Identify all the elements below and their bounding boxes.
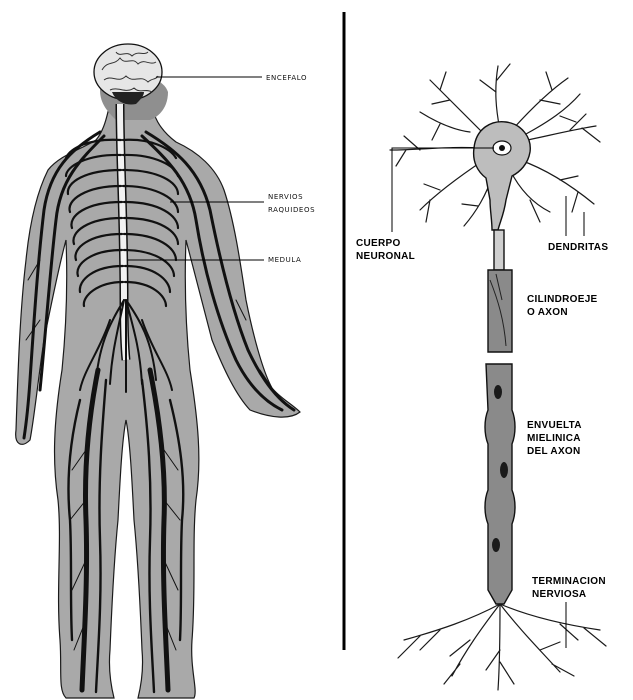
encefalo-label: ENCEFALO	[266, 74, 307, 82]
term-label-line1: TERMINACION	[532, 576, 606, 587]
term-label-line2: NERVIOSA	[532, 589, 586, 600]
mielina-label-line2: MIELINICA	[527, 433, 581, 444]
human-body-figure	[16, 44, 300, 698]
axon-label-line2: O AXON	[527, 307, 568, 318]
neuron-soma	[474, 122, 531, 230]
dendritas-label: DENDRITAS	[548, 242, 608, 253]
body-silhouette	[16, 95, 300, 698]
axon-piece-2	[485, 364, 515, 604]
mielina-label-line3: DEL AXON	[527, 446, 581, 457]
mielina-label-line1: ENVUELTA	[527, 420, 582, 431]
cuerpo-label-line1: CUERPO	[356, 238, 401, 249]
nerve-terminal	[398, 604, 606, 690]
medula-label: MEDULA	[268, 256, 301, 264]
axon-label-line1: CILINDROEJE	[527, 294, 598, 305]
axon-segment-top	[494, 230, 504, 270]
nervios-label-line1: NERVIOS	[268, 193, 303, 201]
nervios-label-line2: RAQUIDEOS	[268, 206, 315, 214]
cuerpo-label-line2: NEURONAL	[356, 251, 415, 262]
